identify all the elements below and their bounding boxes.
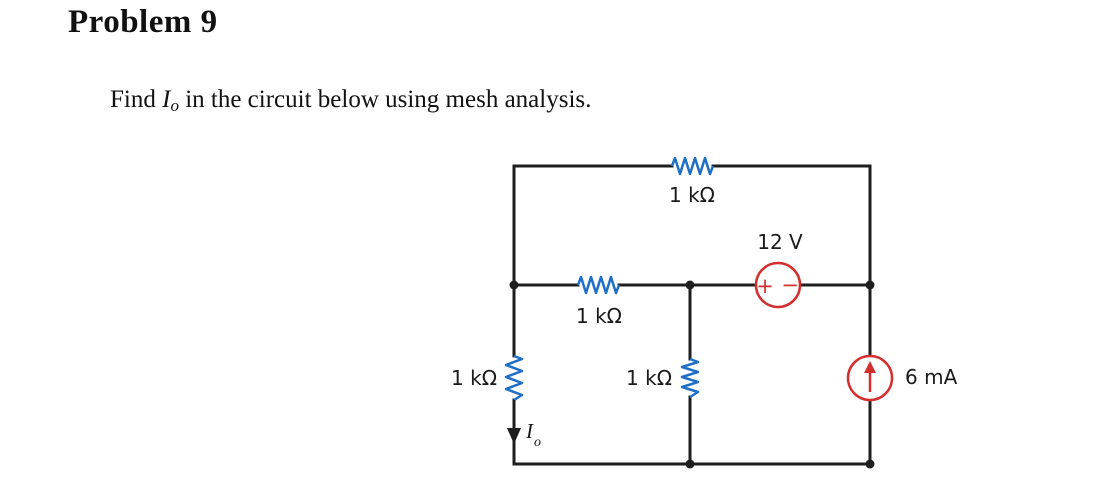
label-resistor-left: 1 kΩ — [451, 366, 497, 390]
statement-variable-subscript: o — [170, 96, 179, 115]
label-current-source: 6 mA — [905, 365, 958, 389]
resistor-middle — [576, 275, 621, 295]
problem-heading: Problem 9 — [68, 4, 218, 40]
resistor-center — [680, 357, 700, 399]
label-resistor-top: 1 kΩ — [669, 183, 715, 207]
voltage-plus-sign: + — [756, 274, 774, 298]
label-current-io-subscript: o — [534, 435, 541, 450]
current-io-arrow-head — [507, 428, 521, 444]
problem-statement: Find Io in the circuit below using mesh … — [110, 86, 591, 116]
label-voltage-source: 12 V — [757, 230, 803, 254]
statement-variable: I — [162, 86, 171, 113]
resistor-left — [504, 354, 524, 402]
label-resistor-middle: 1 kΩ — [576, 304, 622, 328]
voltage-minus-sign: − — [781, 273, 799, 297]
voltage-source: + − — [754, 261, 802, 309]
node-center-bottom — [685, 459, 695, 469]
statement-prefix: Find — [110, 86, 163, 113]
node-center-middle — [685, 280, 695, 290]
current-source — [846, 354, 894, 402]
resistors — [504, 156, 715, 402]
current-source-arrow-head — [864, 361, 876, 373]
label-current-io: I — [525, 419, 534, 443]
statement-suffix: in the circuit below using mesh analysis… — [178, 86, 592, 113]
circuit-wires — [512, 164, 872, 466]
node-right-bottom — [865, 459, 875, 469]
label-resistor-center: 1 kΩ — [626, 366, 672, 390]
circuit-nodes — [509, 280, 875, 469]
node-left-middle — [509, 280, 519, 290]
current-io-arrow — [507, 400, 521, 444]
node-right-middle — [865, 280, 875, 290]
resistor-top — [670, 156, 715, 176]
